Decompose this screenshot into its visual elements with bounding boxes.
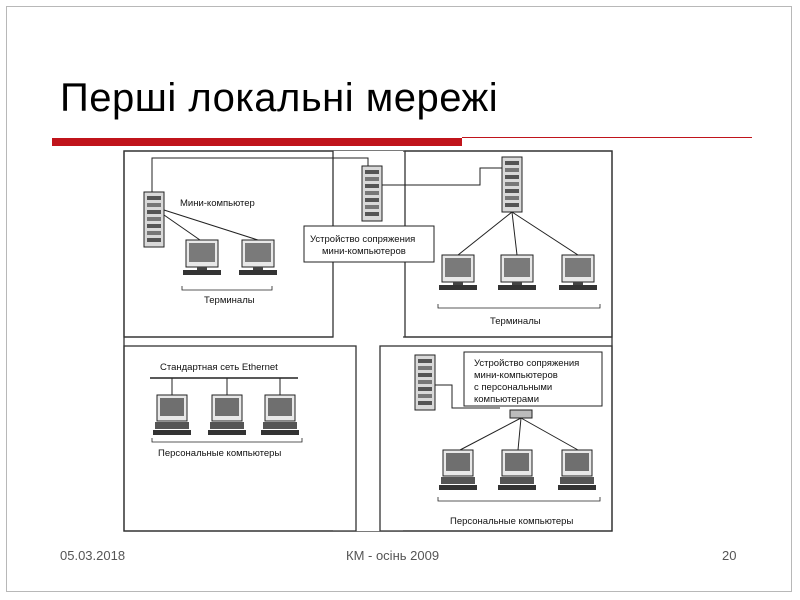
- pc-icon: [557, 449, 597, 491]
- page-number: 20: [722, 548, 737, 563]
- pc-icon: [497, 449, 537, 491]
- footer-center: КМ - осінь 2009: [346, 548, 440, 563]
- link-line: [151, 157, 369, 192]
- link-line: [511, 211, 579, 256]
- quadrant-bottom-left: [123, 345, 357, 532]
- terminals-label: Терминалы: [490, 316, 541, 327]
- slide-title: Перші локальні мережі: [60, 76, 499, 120]
- slide-frame: [6, 6, 792, 592]
- link-line: [511, 211, 518, 256]
- interface-box: [463, 351, 603, 407]
- link-line: [457, 211, 513, 256]
- quadrant-bottom-right: [379, 345, 613, 532]
- link-line: [435, 384, 500, 409]
- interface-label-line1: Устройство сопряжения: [474, 358, 579, 369]
- pc-icon: [207, 394, 247, 436]
- minicomputer-tower: [414, 354, 436, 411]
- title-underline-thick: [52, 138, 462, 146]
- interface-tower: [361, 165, 383, 222]
- terminals-bracket: [181, 286, 273, 291]
- pcs-label: Персональные компьютеры: [158, 448, 281, 459]
- interface-box: [303, 225, 435, 263]
- ethernet-label: Стандартная сеть Ethernet: [160, 362, 278, 373]
- link-line: [520, 417, 579, 451]
- pcs-label: Персональные компьютеры: [450, 516, 573, 527]
- minicomputer-label: Мини-компьютер: [180, 198, 255, 209]
- pcs-bracket: [437, 497, 601, 502]
- interface-label-line4: компьютерами: [474, 394, 539, 405]
- link-line: [163, 209, 259, 241]
- link-line: [459, 417, 522, 451]
- pc-icon: [260, 394, 300, 436]
- minicomputer-tower: [501, 156, 523, 213]
- link-line: [163, 214, 201, 241]
- interface-label-line2: мини-компьютеров: [474, 370, 558, 381]
- terminals-label: Терминалы: [204, 295, 255, 306]
- minicomputer-tower: [143, 191, 165, 248]
- footer-date: 05.03.2018: [60, 548, 126, 563]
- pcs-bracket: [151, 438, 303, 443]
- interface-label-line2: мини-компьютеров: [322, 246, 406, 257]
- link-line: [382, 167, 502, 186]
- pc-icon: [152, 394, 192, 436]
- interface-label-line3: с персональными: [474, 382, 552, 393]
- link-line: [517, 417, 522, 451]
- hub-icon: [509, 409, 533, 419]
- title-underline-thin: [462, 137, 752, 138]
- pc-icon: [438, 449, 478, 491]
- interface-label-line1: Устройство сопряжения: [310, 234, 415, 245]
- terminals-bracket: [437, 304, 601, 309]
